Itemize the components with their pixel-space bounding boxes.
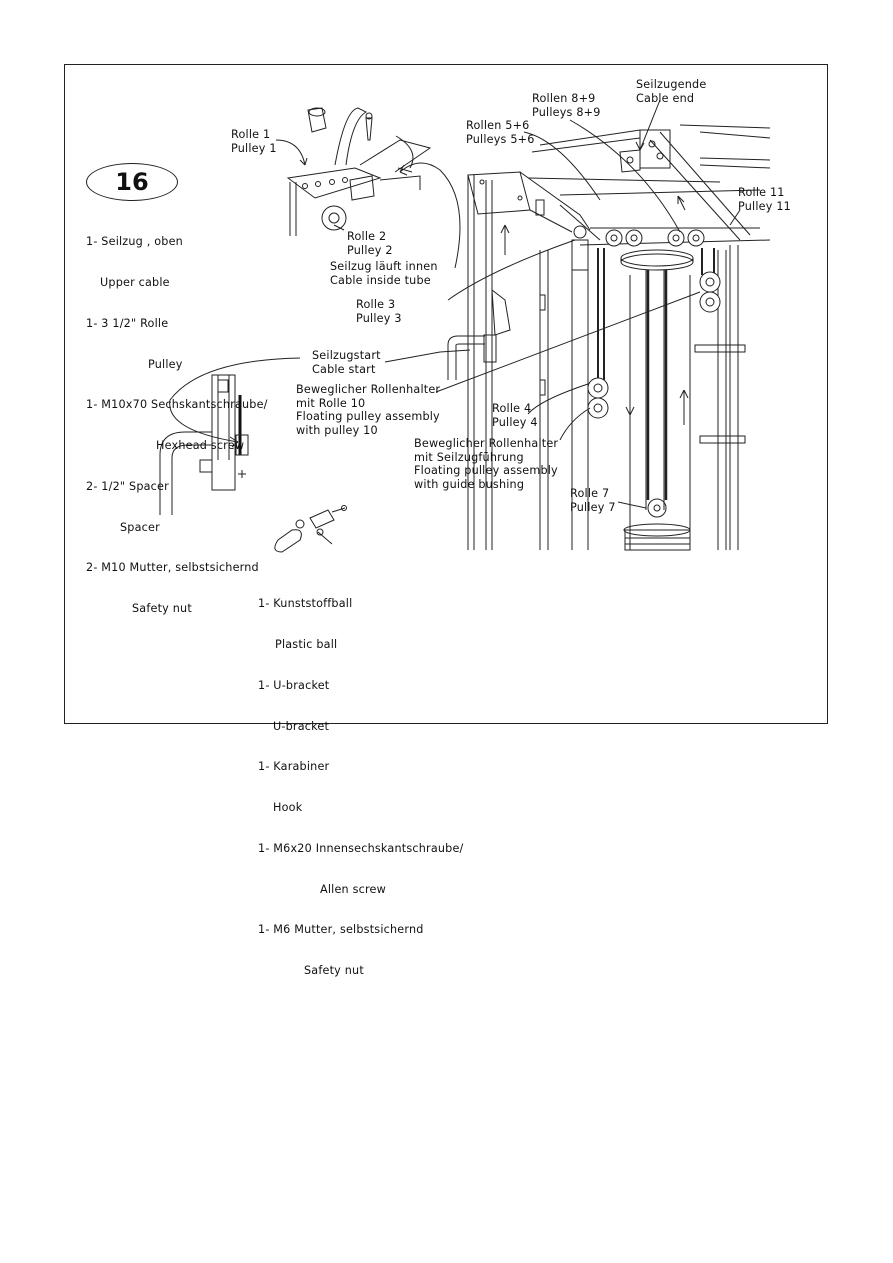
parts-sub: U-bracket [273, 719, 330, 733]
pulley-bracket-detail [286, 107, 432, 236]
label-pulley-3: Rolle 3 Pulley 3 [356, 298, 402, 325]
parts-sub: Pulley [148, 357, 183, 371]
label-cable-end: Seilzugende Cable end [636, 78, 707, 105]
parts-line: 2- 1/2" Spacer [86, 479, 169, 493]
label-pulley-7: Rolle 7 Pulley 7 [570, 487, 616, 514]
parts-list-1: 1- Seilzug , oben Upper cable 1- 3 1/2" … [86, 208, 268, 629]
label-floating-pulley-10: Beweglicher Rollenhalter mit Rolle 10 Fl… [296, 383, 441, 437]
diagram-frame [64, 64, 828, 724]
parts-line: 1- Seilzug , oben [86, 235, 183, 249]
parts-line: 1- M10x70 Sechskantschraube/ [86, 398, 268, 412]
label-pulleys-8-9: Rollen 8+9 Pulleys 8+9 [532, 92, 601, 119]
parts-sub: Allen screw [320, 882, 386, 896]
parts-line: 1- Kunststoffball [258, 597, 353, 611]
step-number-badge: 16 [86, 163, 178, 201]
parts-list-2: 1- Kunststoffball Plastic ball 1- U-brac… [258, 570, 464, 991]
parts-sub: Hook [273, 801, 303, 815]
parts-line: 1- M6x20 Innensechskantschraube/ [258, 841, 464, 855]
label-pulley-2: Rolle 2 Pulley 2 [347, 230, 393, 257]
parts-sub: Upper cable [100, 275, 170, 289]
machine-frame [447, 124, 771, 551]
label-pulleys-5-6: Rollen 5+6 Pulleys 5+6 [466, 119, 535, 146]
parts-sub: Safety nut [132, 602, 192, 616]
cable-start-detail [159, 374, 249, 515]
parts-line: 2- M10 Mutter, selbstsichernd [86, 561, 259, 575]
parts-sub: Hexhead screw [156, 439, 245, 453]
parts-sub: Safety nut [304, 964, 364, 978]
parts-sub: Spacer [120, 520, 160, 534]
label-floating-guide: Beweglicher Rollenhalter mit Seilzugführ… [414, 437, 559, 491]
hardware-detail [274, 505, 347, 553]
label-cable-start: Seilzugstart Cable start [312, 349, 381, 376]
label-cable-inside: Seilzug läuft innen Cable inside tube [330, 260, 438, 287]
label-pulley-11: Rolle 11 Pulley 11 [738, 186, 791, 213]
step-number: 16 [115, 168, 149, 196]
parts-line: 1- M6 Mutter, selbstsichernd [258, 923, 424, 937]
parts-line: 1- Karabiner [258, 760, 330, 774]
label-pulley-4: Rolle 4 Pulley 4 [492, 402, 538, 429]
parts-line: 1- U-bracket [258, 678, 330, 692]
label-pulley-1: Rolle 1 Pulley 1 [231, 128, 277, 155]
parts-sub: Plastic ball [275, 637, 338, 651]
parts-line: 1- 3 1/2" Rolle [86, 316, 169, 330]
